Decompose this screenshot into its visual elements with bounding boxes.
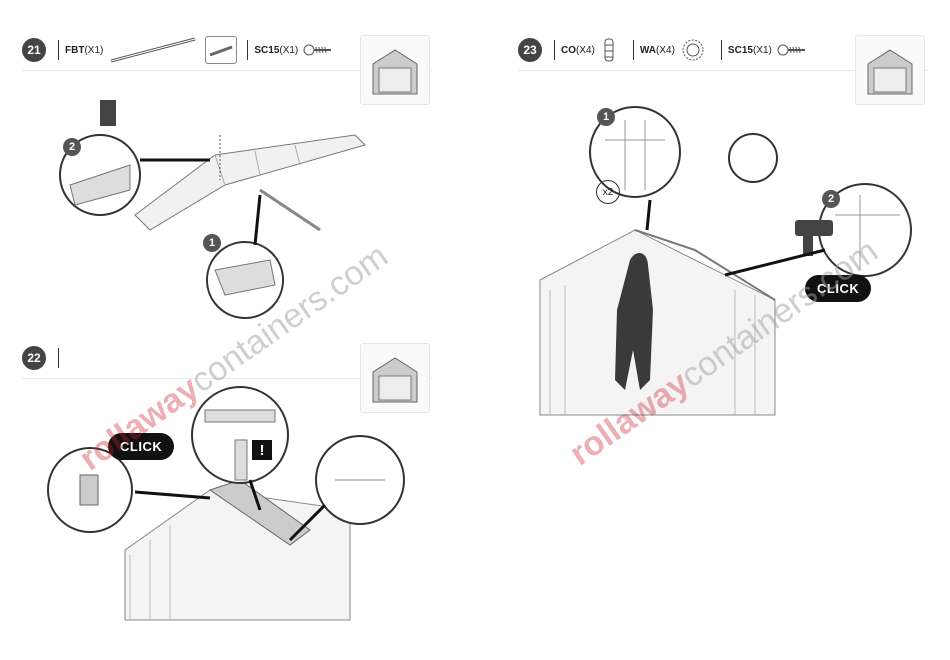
separator <box>58 348 59 368</box>
fbt-detail-icon <box>205 36 237 64</box>
step-22-illustration <box>40 380 440 620</box>
part-qty: (X4) <box>656 45 675 56</box>
connector-icon <box>601 37 617 63</box>
marker-1: 1 <box>203 234 221 252</box>
step-number: 23 <box>518 38 542 62</box>
part-qty: (X1) <box>279 45 298 56</box>
part-fbt: FBT (X1) <box>65 45 103 56</box>
part-co: CO (X4) <box>561 45 595 56</box>
part-code: SC15 <box>728 45 753 56</box>
warning-icon: ! <box>252 440 272 460</box>
separator <box>58 40 59 60</box>
part-sc15: SC15 (X1) <box>254 45 298 56</box>
marker-2: 2 <box>63 138 81 156</box>
step-number: 21 <box>22 38 46 62</box>
screw-icon <box>778 43 806 57</box>
part-code: SC15 <box>254 45 279 56</box>
screw-icon <box>304 43 332 57</box>
part-wa: WA (X4) <box>640 45 675 56</box>
part-qty: (X1) <box>84 45 103 56</box>
part-qty: (X4) <box>576 45 595 56</box>
separator <box>721 40 722 60</box>
part-code: WA <box>640 45 656 56</box>
step-number: 22 <box>22 346 46 370</box>
shed-thumbnail <box>855 35 925 105</box>
shed-icon <box>862 42 918 98</box>
marker-2: 2 <box>822 190 840 208</box>
part-sc15: SC15 (X1) <box>728 45 772 56</box>
fbt-bar-icon <box>109 35 199 65</box>
part-code: FBT <box>65 45 84 56</box>
washer-icon <box>681 38 705 62</box>
separator <box>633 40 634 60</box>
marker-1: 1 <box>597 108 615 126</box>
part-code: CO <box>561 45 576 56</box>
part-qty: (X1) <box>753 45 772 56</box>
shed-icon <box>367 42 423 98</box>
separator <box>247 40 248 60</box>
multiplier-badge: x2 <box>596 180 620 204</box>
separator <box>554 40 555 60</box>
